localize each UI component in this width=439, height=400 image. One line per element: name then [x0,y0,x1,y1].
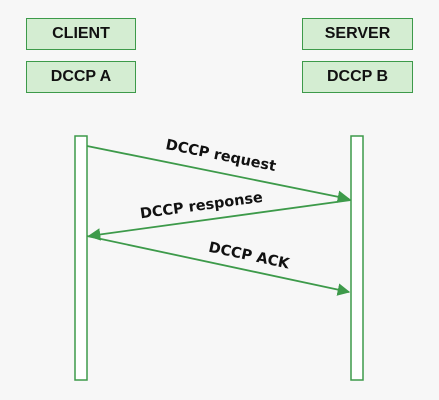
server-role-label: SERVER [324,25,391,42]
request-label: DCCP request [164,137,277,175]
server-role-box: SERVER [302,18,413,50]
response-arrow [87,199,352,241]
client-endpoint-box: DCCP A [26,61,136,93]
client-role-label: CLIENT [52,25,110,42]
server-lifeline [350,135,364,381]
server-endpoint-box: DCCP B [302,61,413,93]
client-lifeline [74,135,88,381]
server-endpoint-label: DCCP B [326,68,389,85]
request-arrow [86,145,351,203]
ack-label: DCCP ACK [207,240,291,273]
client-role-box: CLIENT [26,18,136,50]
ack-arrow [86,235,351,296]
response-label: DCCP response [139,190,264,223]
client-endpoint-label: DCCP A [50,68,112,85]
